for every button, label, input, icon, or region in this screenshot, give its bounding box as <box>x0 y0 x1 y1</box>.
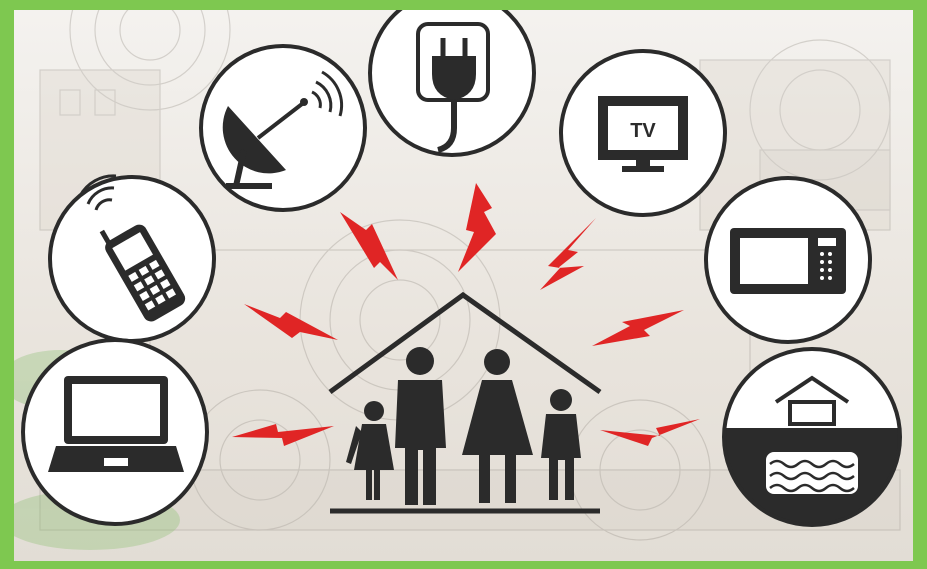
power-plug-icon <box>370 10 534 155</box>
radiation-bolts <box>232 183 700 446</box>
diagram-canvas: TV <box>14 10 913 561</box>
bolt-icon <box>340 212 398 280</box>
mobile-phone-icon <box>50 176 214 341</box>
bolt-icon <box>540 218 596 290</box>
laptop-icon <box>23 340 207 524</box>
microwave-icon <box>706 178 870 342</box>
bolt-icon <box>244 304 338 340</box>
bolt-icon <box>600 419 700 446</box>
bolt-icon <box>592 310 684 346</box>
tv-label: TV <box>630 120 656 142</box>
diagram-svg: TV <box>14 10 913 561</box>
bolt-icon <box>458 183 496 272</box>
satellite-dish-icon <box>201 46 365 210</box>
tv-icon: TV <box>561 51 725 215</box>
